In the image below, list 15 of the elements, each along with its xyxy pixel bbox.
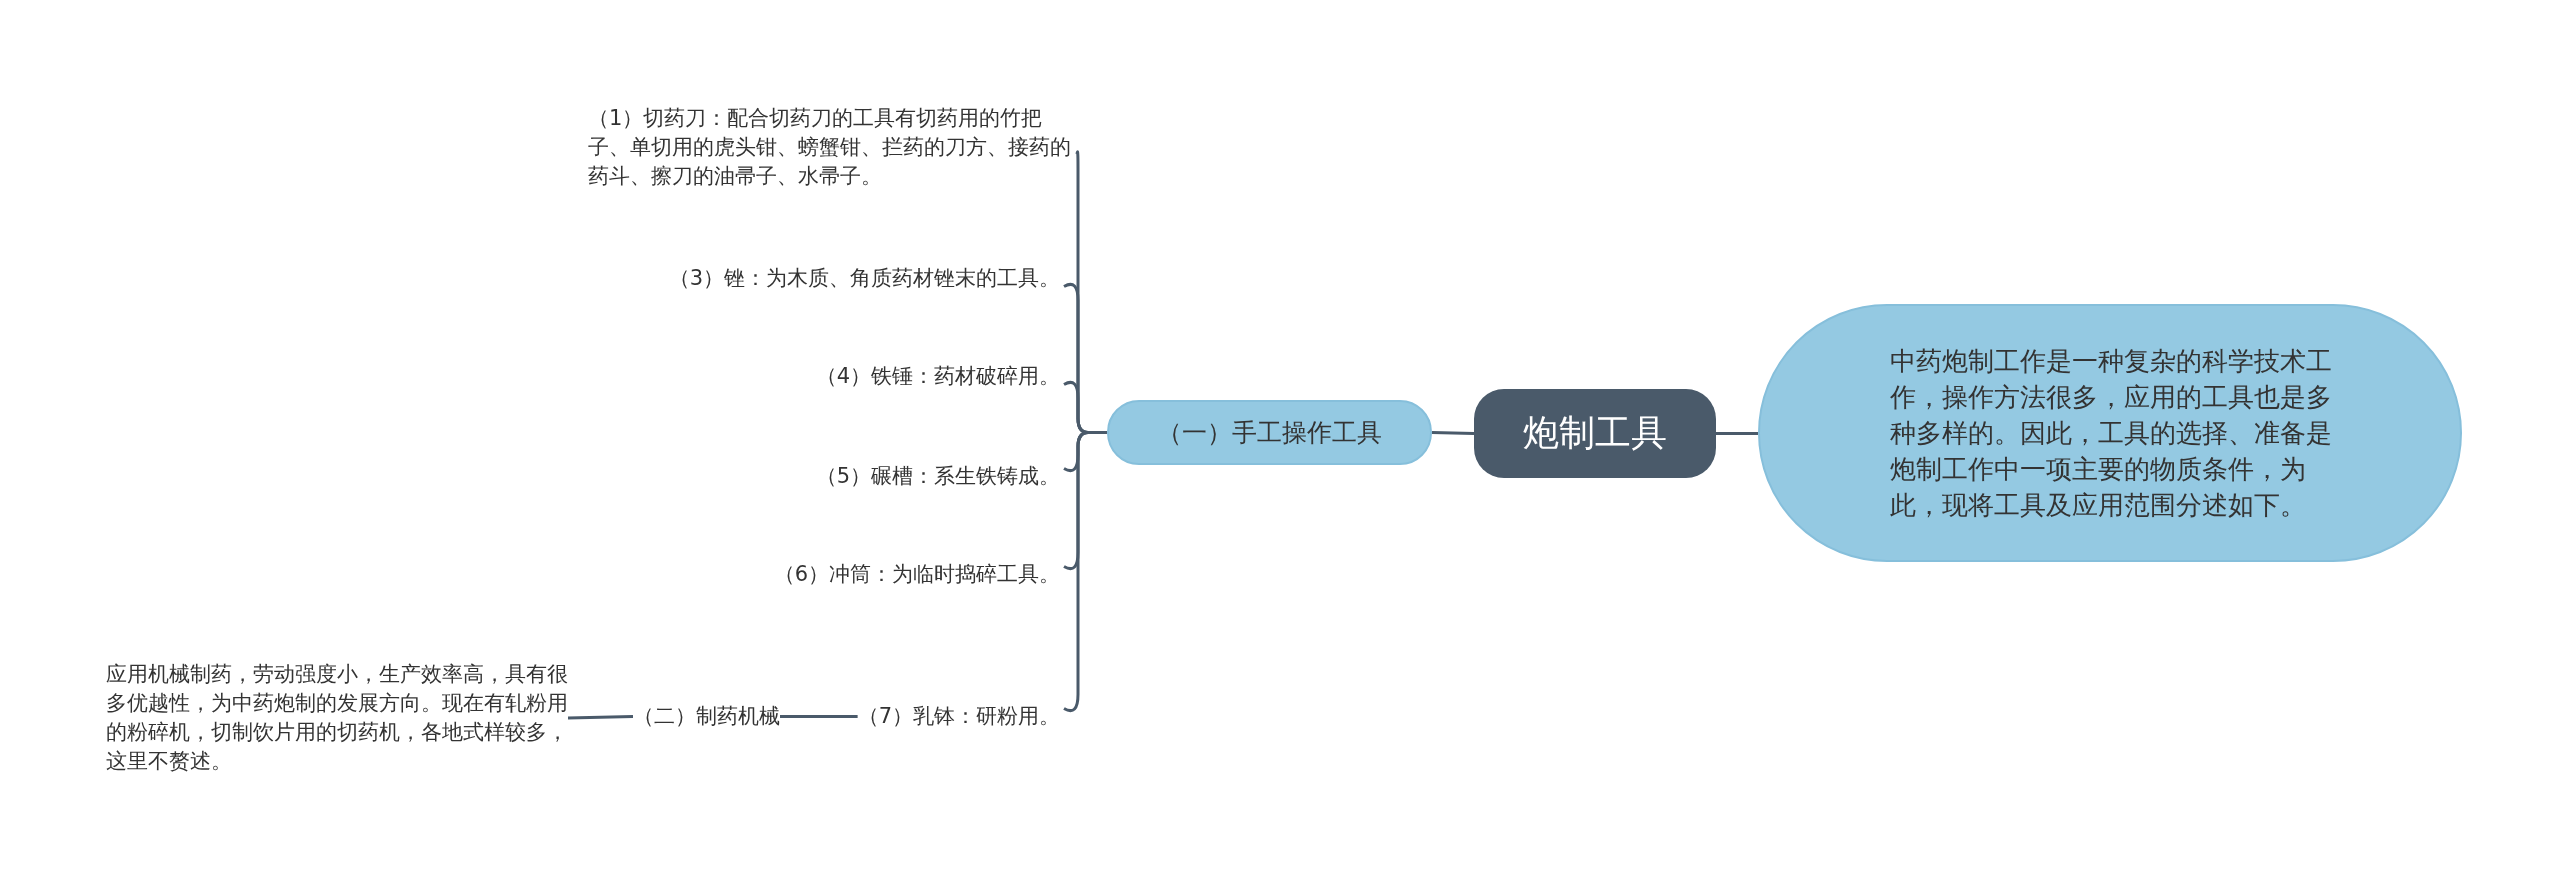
- connector-line: [1431, 431, 1475, 435]
- connector-line: [567, 715, 634, 720]
- topic-text: 应用机械制药，劳动强度小，生产效率高，具有很多优越性，为中药炮制的发展方向。现在有轧粉用的粉碎机，切制饮片用的切药机，各地式样较多，这里不赘述。: [106, 660, 568, 776]
- topic-text: （5）碾槽：系生铁铸成。: [815, 462, 1060, 491]
- topic-text: （4）铁锤：药材破碎用。: [815, 362, 1060, 391]
- topic-text: （7）乳钵：研粉用。: [857, 702, 1060, 731]
- connector-line: [1716, 432, 1758, 435]
- topic-text: （6）冲筒：为临时捣碎工具。: [773, 560, 1060, 589]
- topic-text: （3）锉：为木质、角质药材锉末的工具。: [668, 264, 1060, 293]
- topic-box: 炮制工具: [1474, 389, 1716, 478]
- connector-line: [780, 715, 858, 718]
- topic-box: 中药炮制工作是一种复杂的科学技术工作，操作方法很多，应用的工具也是多种多样的。因此，工具的选择、准备是炮制工作中一项主要的物质条件，为此，现将工具及应用范围分述如下。: [1758, 304, 2462, 562]
- topic-text: （二）制药机械: [633, 702, 780, 731]
- topic-text: （1）切药刀：配合切药刀的工具有切药用的竹把子、单切用的虎头钳、螃蟹钳、拦药的刀方、接药的药斗、擦刀的油帚子、水帚子。: [588, 104, 1073, 191]
- topic-box: （一）手工操作工具: [1107, 400, 1432, 465]
